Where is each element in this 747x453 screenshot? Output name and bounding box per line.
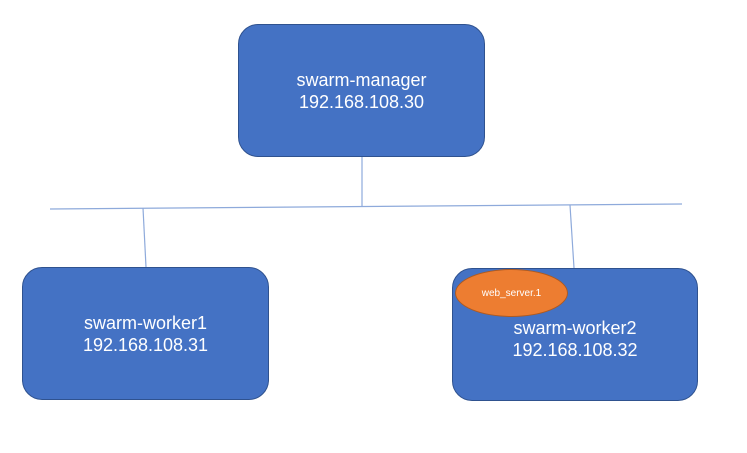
worker1-link-line bbox=[142, 207, 147, 268]
node-labels: swarm-worker2 192.168.108.32 bbox=[512, 317, 637, 361]
worker2-link-line bbox=[569, 204, 575, 269]
swarm-worker1-node[interactable]: swarm-worker1 192.168.108.31 bbox=[22, 267, 269, 400]
node-ip-address: 192.168.108.31 bbox=[82, 334, 209, 355]
node-hostname: swarm-worker2 bbox=[513, 317, 637, 338]
container-web-server-badge[interactable]: web_server.1 bbox=[455, 269, 568, 317]
node-hostname: swarm-manager bbox=[296, 69, 427, 90]
container-name: web_server.1 bbox=[481, 287, 542, 299]
node-ip-address: 192.168.108.32 bbox=[512, 339, 638, 360]
node-hostname: swarm-worker1 bbox=[83, 312, 207, 333]
network-bus-line bbox=[49, 203, 683, 210]
node-ip-address: 192.168.108.30 bbox=[298, 91, 425, 112]
swarm-manager-node[interactable]: swarm-manager 192.168.108.30 bbox=[238, 24, 485, 157]
